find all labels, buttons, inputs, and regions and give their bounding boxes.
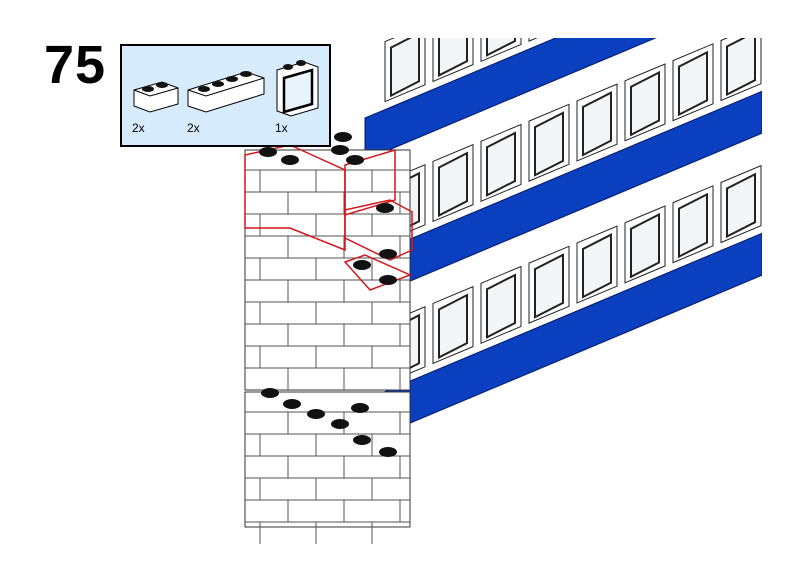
part-qty: 1x — [275, 121, 288, 135]
blue-stripe — [364, 38, 657, 161]
window-pane — [583, 0, 611, 15]
part-qty: 2x — [187, 121, 200, 135]
window-pane — [438, 38, 468, 78]
stud — [334, 132, 352, 142]
window-pane — [486, 273, 516, 339]
window-pane — [390, 38, 420, 98]
brick-1x4-icon — [187, 71, 265, 113]
stud — [307, 409, 325, 419]
window-pane — [582, 91, 612, 157]
stud — [351, 403, 369, 413]
window-pane — [486, 38, 516, 57]
window — [625, 0, 665, 1]
window-pane — [534, 111, 564, 177]
stud — [353, 260, 371, 270]
window-pane — [438, 151, 468, 218]
stud — [379, 275, 397, 285]
stud — [353, 435, 371, 445]
stud — [283, 399, 301, 409]
window-pane — [630, 70, 660, 137]
stud — [331, 145, 349, 155]
window-pane — [582, 233, 612, 299]
stud — [259, 147, 277, 157]
step-number: 75 — [44, 35, 107, 95]
stud — [379, 447, 397, 457]
stud — [346, 155, 364, 165]
window-pane — [726, 172, 756, 239]
parts-list-box: 2x 2x 1x — [120, 44, 331, 147]
window-pane — [678, 50, 708, 117]
window — [577, 0, 617, 21]
window — [528, 38, 538, 42]
corner-column — [244, 149, 411, 544]
stud — [261, 388, 279, 398]
window-pane — [535, 0, 563, 35]
stud — [331, 419, 349, 429]
window-pane — [438, 293, 468, 360]
stud — [281, 155, 299, 165]
studs — [259, 132, 397, 457]
window-pane — [630, 212, 660, 279]
facade — [360, 0, 762, 528]
window-pane — [534, 253, 564, 319]
window-pane — [678, 192, 708, 259]
window-pane — [486, 131, 516, 197]
window-1x2x2-icon — [276, 60, 319, 117]
stud — [376, 203, 394, 213]
brick-1x2-icon — [133, 81, 179, 113]
window-pane — [726, 38, 756, 97]
part-qty: 2x — [132, 121, 145, 135]
stud — [379, 249, 397, 259]
